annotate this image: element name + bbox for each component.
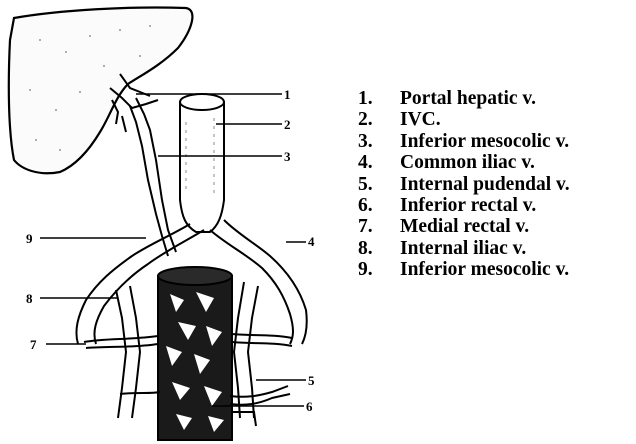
legend-item: 2.IVC.: [358, 109, 570, 130]
legend-item: 1.Portal hepatic v.: [358, 88, 570, 109]
callout-4: 4: [308, 234, 315, 249]
legend-number: 8.: [358, 238, 400, 259]
callout-3: 3: [284, 149, 291, 164]
legend-label: Medial rectal v.: [400, 216, 529, 237]
inferior-vena-cava: [180, 94, 224, 232]
rectum: [158, 267, 232, 440]
callout-7: 7: [30, 337, 37, 352]
portal-vein: [110, 74, 176, 256]
legend-number: 7.: [358, 216, 400, 237]
legend-list: 1.Portal hepatic v. 2.IVC. 3.Inferior me…: [358, 88, 570, 281]
legend-item: 5.Internal pudendal v.: [358, 174, 570, 195]
callout-9: 9: [26, 231, 33, 246]
legend-label: Common iliac v.: [400, 152, 535, 173]
legend-item: 3.Inferior mesocolic v.: [358, 131, 570, 152]
legend-item: 8.Internal iliac v.: [358, 238, 570, 259]
legend-item: 6.Inferior rectal v.: [358, 195, 570, 216]
legend-number: 4.: [358, 152, 400, 173]
legend-label: Portal hepatic v.: [400, 88, 536, 109]
legend-label: Inferior mesocolic v.: [400, 131, 569, 152]
legend-label: Inferior rectal v.: [400, 195, 536, 216]
callout-8: 8: [26, 291, 33, 306]
callout-6: 6: [306, 399, 313, 414]
legend-item: 9.Inferior mesocolic v.: [358, 259, 570, 280]
callout-5: 5: [308, 373, 315, 388]
legend-number: 1.: [358, 88, 400, 109]
venous-anatomy-diagram: 1 2 3 4 5 6 7 8 9: [0, 0, 340, 444]
legend-number: 2.: [358, 109, 400, 130]
legend-item: 7.Medial rectal v.: [358, 216, 570, 237]
legend-label: IVC.: [400, 109, 441, 130]
legend-number: 6.: [358, 195, 400, 216]
legend-label: Internal iliac v.: [400, 238, 526, 259]
callout-1: 1: [284, 87, 291, 102]
legend-label: Internal pudendal v.: [400, 174, 570, 195]
legend-number: 5.: [358, 174, 400, 195]
legend-number: 3.: [358, 131, 400, 152]
legend-item: 4.Common iliac v.: [358, 152, 570, 173]
legend-label: Inferior mesocolic v.: [400, 259, 569, 280]
liver: [9, 7, 193, 173]
legend-number: 9.: [358, 259, 400, 280]
callout-2: 2: [284, 117, 291, 132]
